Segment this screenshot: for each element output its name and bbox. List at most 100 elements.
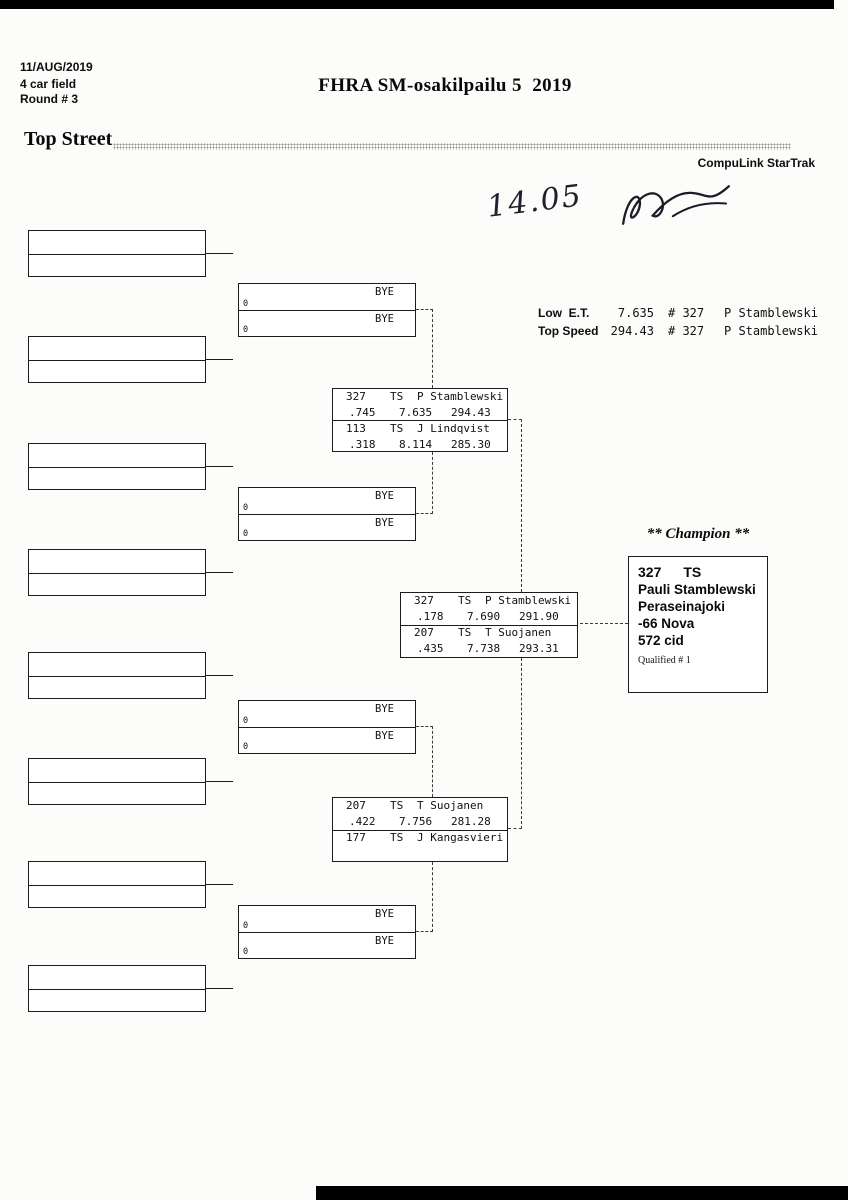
connector-dashed [521,419,522,592]
bye-label: BYE [375,703,394,715]
scan-edge-bottom [316,1186,848,1200]
connector-dashed [432,452,433,514]
connector-line [206,572,233,573]
scan-edge-top [0,0,834,9]
connector-dashed [432,309,433,388]
champion-qualified-position: Qualified # 1 [638,655,691,666]
elapsed-time: 7.738 [467,642,501,655]
elapsed-time: 8.114 [399,438,433,451]
trap-speed: 294.43 [451,406,491,419]
bye-label: BYE [375,490,394,502]
result-row: .422 7.756 281.28 [333,814,507,830]
semifinal-top-match-box: 327 TS P Stamblewski .745 7.635 294.43 1… [332,388,508,452]
dotted-separator [113,143,791,150]
reaction-time: .435 [417,642,444,655]
connector-dashed [580,623,628,624]
trap-speed: 293.31 [519,642,559,655]
connector-dashed [416,513,433,514]
empty-slot-box [28,549,206,596]
entry-row: 327 TS P Stamblewski [333,389,507,405]
bye-row: BYE 0 [239,310,415,336]
bye-match-box: BYE 0 BYE 0 [238,487,416,541]
driver-name: T Suojanen [485,626,552,639]
low-et-driver: P Stamblewski [724,306,818,320]
champion-heading: ** Champion ** [646,526,750,542]
class-code: TS [458,626,472,639]
low-et-label: Low E.T. [538,306,590,320]
lane-zero: 0 [243,325,249,335]
entry-row: 207 TS T Suojanen [333,798,507,814]
final-match-box: 327 TS P Stamblewski .178 7.690 291.90 2… [400,592,578,658]
class-code: TS [390,799,404,812]
top-speed-label: Top Speed [538,324,599,338]
connector-line [206,359,233,360]
empty-slot-box [28,758,206,805]
lane-zero: 0 [243,503,249,513]
empty-slot-box [28,443,206,490]
bye-row: BYE 0 [239,514,415,540]
bye-match-box: BYE 0 BYE 0 [238,700,416,754]
bye-match-box: BYE 0 BYE 0 [238,905,416,959]
connector-dashed [432,726,433,797]
empty-slot-box [28,861,206,908]
low-et-row: Low E.T. 7.635 # 327 P Stamblewski [0,306,848,322]
bye-row: BYE 0 [239,727,415,753]
champion-car-number: 327 [638,564,662,580]
reaction-time: .745 [349,406,376,419]
class-code: TS [390,422,404,435]
top-speed-car-number: # 327 [668,324,705,338]
entry-row: 327 TS P Stamblewski [401,593,577,609]
result-row [333,846,507,862]
match-divider [333,420,507,421]
car-number: 207 [414,626,434,639]
driver-name: P Stamblewski [485,594,572,607]
handwritten-time-note: 14.05 [485,178,585,225]
round-number: Round # 3 [20,92,79,106]
bye-row: BYE 0 [239,906,415,932]
car-number: 327 [346,390,366,403]
lane-zero: 0 [243,947,249,957]
lane-zero: 0 [243,716,249,726]
page-title: FHRA SM-osakilpailu 5 2019 [318,75,572,96]
class-code: TS [390,831,404,844]
bye-match-box: BYE 0 BYE 0 [238,283,416,337]
event-date: 11/AUG/2019 [20,60,93,74]
class-code: TS [390,390,404,403]
champion-hometown: Peraseinajoki [638,599,726,614]
field-size: 4 car field [20,77,77,91]
connector-dashed [432,862,433,932]
driver-name: J Lindqvist [417,422,490,435]
lane-zero: 0 [243,299,249,309]
lane-zero: 0 [243,742,249,752]
connector-line [206,253,233,254]
connector-line [206,781,233,782]
connector-dashed [416,931,433,932]
bye-label: BYE [375,908,394,920]
champion-engine: 572 cid [638,633,684,648]
champion-class-code: TS [683,564,702,580]
bye-row: BYE 0 [239,932,415,958]
bye-label: BYE [375,935,394,947]
signature-scribble [622,185,730,225]
champion-vehicle: -66 Nova [638,616,695,631]
top-speed-driver: P Stamblewski [724,324,818,338]
low-et-car-number: # 327 [668,306,705,320]
low-et-value: 7.635 [617,306,654,320]
reaction-time: .178 [417,610,444,623]
driver-name: J Kangasvieri [417,831,504,844]
connector-dashed [416,726,433,727]
car-number: 177 [346,831,366,844]
class-code: TS [458,594,472,607]
bye-row: BYE 0 [239,488,415,514]
elapsed-time: 7.635 [399,406,433,419]
result-row: .318 8.114 285.30 [333,437,507,453]
empty-slot-box [28,336,206,383]
reaction-time: .422 [349,815,376,828]
elapsed-time: 7.690 [467,610,501,623]
reaction-time: .318 [349,438,376,451]
class-heading: Top Street [24,128,113,150]
entry-row: 113 TS J Lindqvist [333,421,507,437]
top-speed-row: Top Speed 294.43 # 327 P Stamblewski [0,324,848,340]
